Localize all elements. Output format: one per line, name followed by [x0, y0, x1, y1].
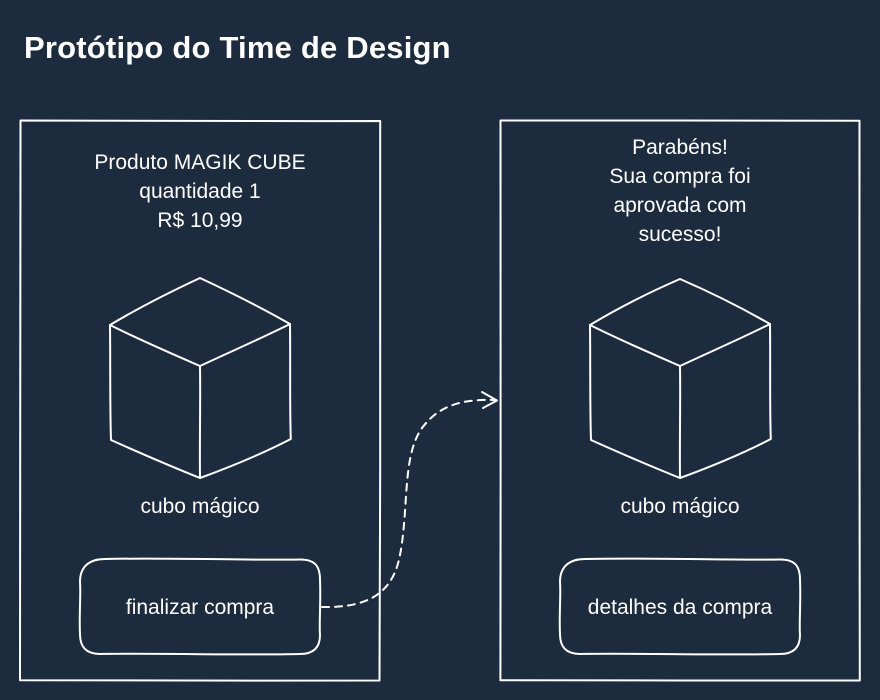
flow-arrow-head	[481, 391, 498, 409]
success-image-label: cubo mágico	[620, 495, 740, 518]
screen-frame-product	[19, 119, 382, 682]
button-outline-success	[558, 557, 802, 656]
page-title: Protótipo do Time de Design	[24, 30, 451, 65]
flow-arrow-line	[321, 398, 497, 609]
purchase-details-button[interactable]: detalhes da compra	[587, 596, 773, 619]
success-header-text: Parabéns! Sua compra foi aprovada com su…	[609, 136, 751, 246]
product-image-label: cubo mágico	[140, 495, 260, 518]
finalize-purchase-button[interactable]: finalizar compra	[125, 596, 275, 619]
product-header-text: Produto MAGIK CUBE quantidade 1 R$ 10,99	[94, 151, 306, 232]
cube-icon-success	[589, 278, 772, 479]
button-outline-product	[78, 557, 322, 656]
screen-frame-success	[499, 119, 861, 682]
cube-icon-product	[109, 277, 292, 479]
